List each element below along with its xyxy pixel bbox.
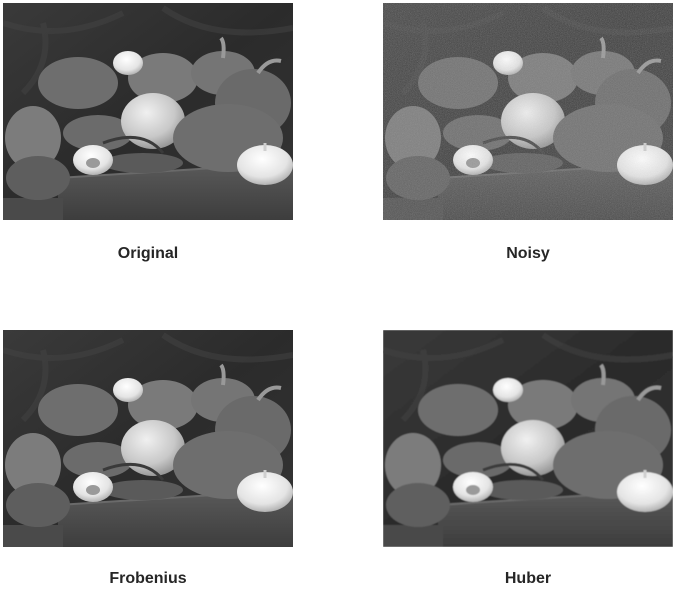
panel-huber: Huber	[383, 330, 673, 587]
caption-original: Original	[117, 245, 179, 262]
peppers-huber-image	[383, 330, 673, 547]
panel-frobenius: Frobenius	[3, 330, 293, 587]
peppers-frobenius-image	[3, 330, 293, 547]
panel-original: Original	[3, 3, 293, 262]
peppers-noisy-image	[383, 3, 673, 220]
panel-noisy: Noisy	[383, 3, 673, 262]
caption-noisy: Noisy	[506, 245, 550, 262]
caption-frobenius: Frobenius	[109, 570, 187, 587]
caption-huber: Huber	[504, 570, 552, 587]
peppers-original-image	[3, 3, 293, 220]
